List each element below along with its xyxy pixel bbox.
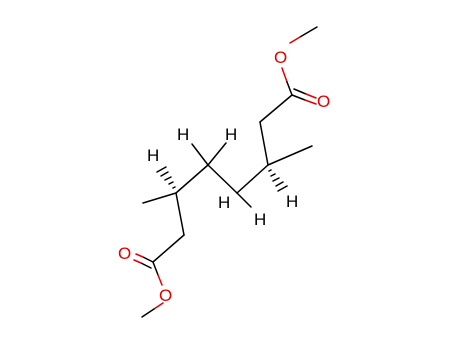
bond-central-left-stereocenter	[175, 164, 209, 194]
bond-upper-carbonyl-double-2	[293, 88, 307, 95]
bond-right-stereocenter-ch2	[236, 164, 269, 194]
hydrogen-right-stereo: H	[286, 192, 298, 211]
bond-left-stereocenter-ch2	[175, 192, 185, 236]
bond-upper-oxygen-carbonyl	[281, 67, 288, 83]
bond-upper-central-h-b	[207, 142, 227, 166]
oxygen-lower-single: O	[159, 286, 172, 305]
bond-lower-oxygen-methyl-b	[141, 308, 155, 318]
bond-lower-central-h	[236, 192, 252, 208]
oxygen-upper-double: O	[317, 92, 330, 111]
bond-upper-oxygen-carbonyl-b	[286, 81, 293, 96]
bond-upper-carbonyl-double-2b	[305, 93, 317, 99]
bond-lower-carbonyl-double-2	[140, 262, 152, 269]
bond-left-methyl	[142, 192, 177, 204]
bond-central-link	[207, 164, 238, 194]
bond-lower-oxygen-methyl	[153, 302, 164, 310]
oxygen-upper-single: O	[274, 48, 287, 67]
bond-lower-carbonyl-double-2b	[133, 259, 142, 264]
bond-lower-ch2-carbonyl	[152, 234, 185, 263]
hydrogen-lower-b: H	[254, 210, 266, 229]
bond-upper-methyl-oxygen	[289, 36, 301, 44]
bond-right-methyl	[267, 145, 313, 166]
bond-lower-carbonyl-oxygen-b	[157, 274, 163, 286]
bond-upper-carbonyl-ch2	[259, 94, 293, 123]
bond-lower-carbonyl-double-1	[142, 256, 154, 263]
hydrogen-upper-a: H	[177, 125, 189, 144]
oxygen-lower-double: O	[118, 244, 131, 263]
bond-upper-carbonyl-double-1b	[304, 99, 317, 105]
bond-upper-central-h-a	[191, 143, 209, 166]
bond-lower-carbonyl-oxygen	[152, 261, 159, 276]
bond-lower-carbonyl-double-1b	[135, 253, 144, 258]
hydrogen-left-stereo: H	[147, 146, 159, 165]
bond-upper-methyl	[299, 26, 318, 38]
hashed-wedge-right	[268, 169, 288, 192]
bond-upper-carbonyl-double-1	[291, 94, 306, 101]
hashed-wedge-left	[156, 166, 176, 189]
hydrogen-upper-b: H	[225, 125, 237, 144]
hydrogen-lower-a: H	[218, 193, 230, 212]
bond-upper-ch2-stereocenter	[259, 121, 269, 166]
